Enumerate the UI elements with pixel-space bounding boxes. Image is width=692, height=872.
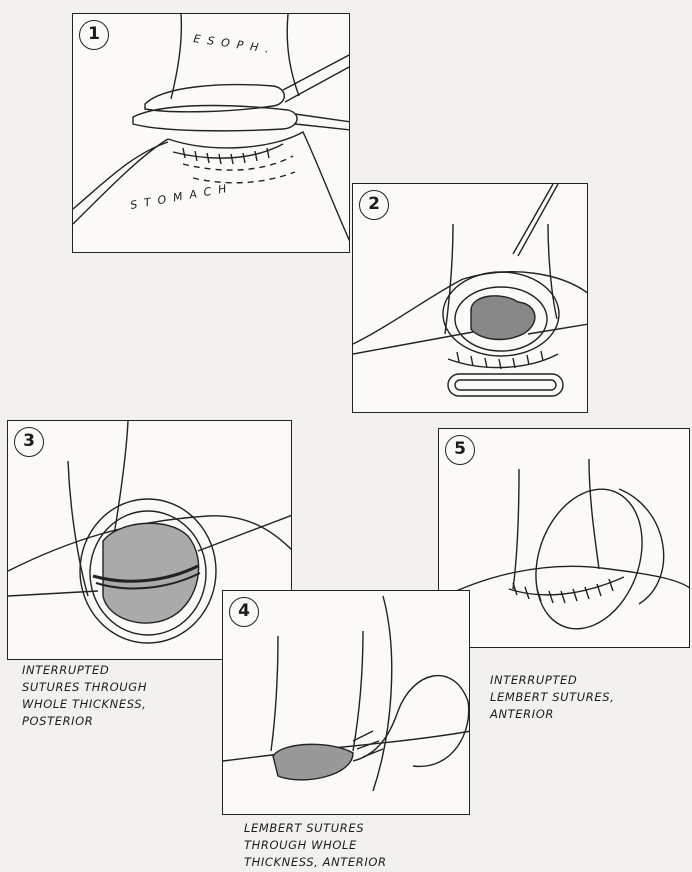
- panel-2-illustration: [353, 184, 588, 413]
- caption-line: SUTURES THROUGH: [22, 679, 147, 696]
- caption-line: LEMBERT SUTURES: [244, 820, 387, 837]
- esoph-label: ESOPH.: [193, 32, 277, 56]
- panel-4-illustration: [223, 591, 470, 815]
- caption-line: POSTERIOR: [22, 713, 147, 730]
- caption-line: LEMBERT SUTURES,: [490, 689, 614, 706]
- panel-1: 1 ESOPH. STOMACH: [72, 13, 350, 253]
- caption-line: INTERRUPTED: [490, 672, 614, 689]
- panel-4-caption: LEMBERT SUTURES THROUGH WHOLE THICKNESS,…: [244, 820, 387, 871]
- caption-line: WHOLE THICKNESS,: [22, 696, 147, 713]
- panel-5-caption: INTERRUPTED LEMBERT SUTURES, ANTERIOR: [490, 672, 614, 723]
- caption-line: ANTERIOR: [490, 706, 614, 723]
- panel-4: 4: [222, 590, 470, 815]
- panel-1-illustration: ESOPH. STOMACH: [73, 14, 350, 253]
- stomach-label: STOMACH: [129, 181, 234, 212]
- panel-2: 2: [352, 183, 588, 413]
- panel-3-caption: INTERRUPTED SUTURES THROUGH WHOLE THICKN…: [22, 662, 147, 730]
- panel-5-illustration: [439, 429, 690, 648]
- caption-line: INTERRUPTED: [22, 662, 147, 679]
- caption-line: THROUGH WHOLE: [244, 837, 387, 854]
- panel-5: 5: [438, 428, 690, 648]
- caption-line: THICKNESS, ANTERIOR: [244, 854, 387, 871]
